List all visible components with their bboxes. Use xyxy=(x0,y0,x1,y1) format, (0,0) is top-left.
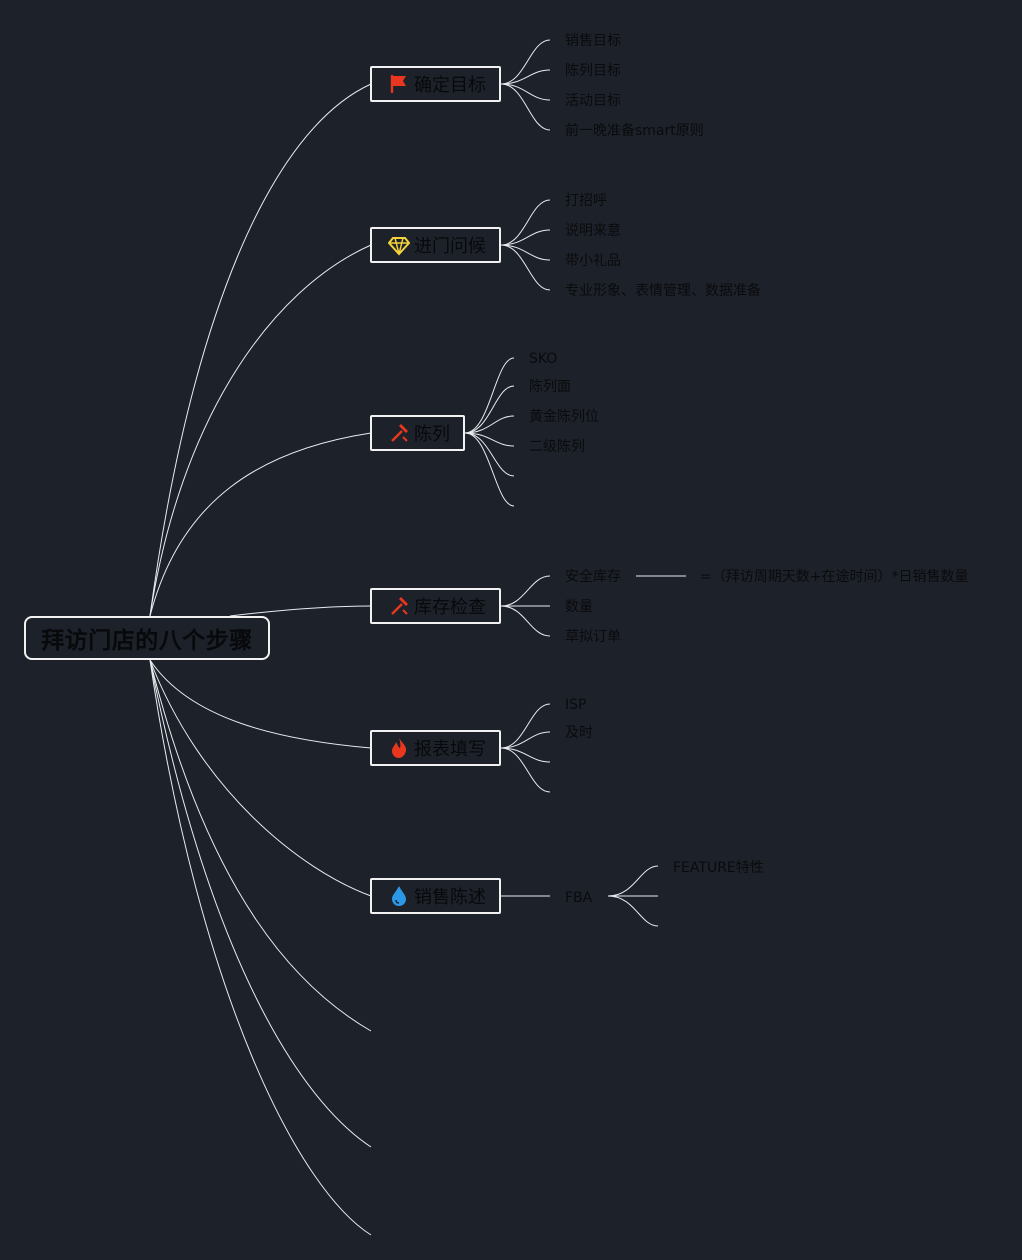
leaf-item[interactable]: 打招呼 xyxy=(565,193,607,209)
branch-label: 销售陈述 xyxy=(414,887,486,908)
leaf-item[interactable]: SKO xyxy=(529,351,558,367)
root-topic-label: 拜访门店的八个步骤 xyxy=(41,628,253,654)
leaf-item[interactable]: 陈列目标 xyxy=(565,63,621,79)
branch-topic-report-filling[interactable]: 报表填写 xyxy=(370,730,501,766)
sub-leaf-item[interactable]: FEATURE特性 xyxy=(673,860,764,876)
branch-topic-display[interactable]: 陈列 xyxy=(370,415,465,451)
fire-icon xyxy=(388,737,410,759)
leaf-item[interactable]: 前一晚准备smart原则 xyxy=(565,123,704,139)
branch-topic-greeting[interactable]: 进门问候 xyxy=(370,227,501,263)
leaf-item[interactable]: 带小礼品 xyxy=(565,253,621,269)
leaf-item[interactable]: 安全库存 xyxy=(565,569,621,585)
leaf-item[interactable]: 说明来意 xyxy=(565,223,621,239)
leaf-item[interactable]: 草拟订单 xyxy=(565,629,621,645)
hammer-icon xyxy=(388,595,410,617)
branch-topic-sales-presentation[interactable]: 销售陈述 xyxy=(370,878,501,914)
hammer-icon xyxy=(388,422,410,444)
diamond-icon xyxy=(388,234,410,256)
branch-topic-set-goals[interactable]: 确定目标 xyxy=(370,66,501,102)
branch-label: 确定目标 xyxy=(414,75,486,96)
leaf-item[interactable]: 专业形象、表情管理、数据准备 xyxy=(565,283,761,299)
red-flag-icon xyxy=(388,73,410,95)
leaf-item[interactable]: 及时 xyxy=(565,725,593,741)
leaf-item[interactable]: 活动目标 xyxy=(565,93,621,109)
leaf-item[interactable]: ISP xyxy=(565,697,587,713)
root-topic[interactable]: 拜访门店的八个步骤 xyxy=(24,616,270,660)
leaf-item[interactable]: 二级陈列 xyxy=(529,439,585,455)
branch-label: 库存检查 xyxy=(414,597,486,618)
leaf-item[interactable]: FBA xyxy=(565,890,593,906)
branch-label: 进门问候 xyxy=(414,236,486,257)
leaf-item[interactable]: 陈列面 xyxy=(529,379,571,395)
leaf-item[interactable]: 数量 xyxy=(565,599,593,615)
leaf-item[interactable]: 黄金陈列位 xyxy=(529,409,599,425)
branch-topic-inventory-check[interactable]: 库存检查 xyxy=(370,588,501,624)
formula-text[interactable]: =（拜访周期天数+在途时间）*日销售数量 xyxy=(700,569,969,585)
branch-label: 报表填写 xyxy=(414,739,486,760)
water-drop-icon xyxy=(388,885,410,907)
leaf-item[interactable]: 销售目标 xyxy=(565,33,621,49)
branch-label: 陈列 xyxy=(414,424,450,445)
